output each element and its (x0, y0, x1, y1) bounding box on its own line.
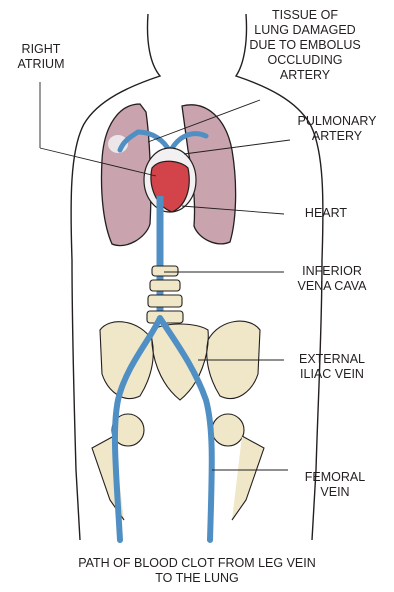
label-external-iliac-vein: EXTERNAL ILIAC VEIN (282, 352, 382, 382)
lumbar-spine (147, 266, 183, 323)
label-tissue-damaged: TISSUE OF LUNG DAMAGED DUE TO EMBOLUS OC… (230, 8, 380, 83)
label-femoral-vein: FEMORAL VEIN (288, 470, 382, 500)
label-heart: HEART (286, 206, 366, 221)
figure-caption: PATH OF BLOOD CLOT FROM LEG VEIN TO THE … (12, 556, 382, 586)
label-pulmonary-artery: PULMONARY ARTERY (284, 114, 390, 144)
label-inferior-vena-cava: INFERIOR VENA CAVA (282, 264, 382, 294)
label-right-atrium: RIGHT ATRIUM (4, 42, 78, 72)
right-lung (101, 104, 150, 246)
